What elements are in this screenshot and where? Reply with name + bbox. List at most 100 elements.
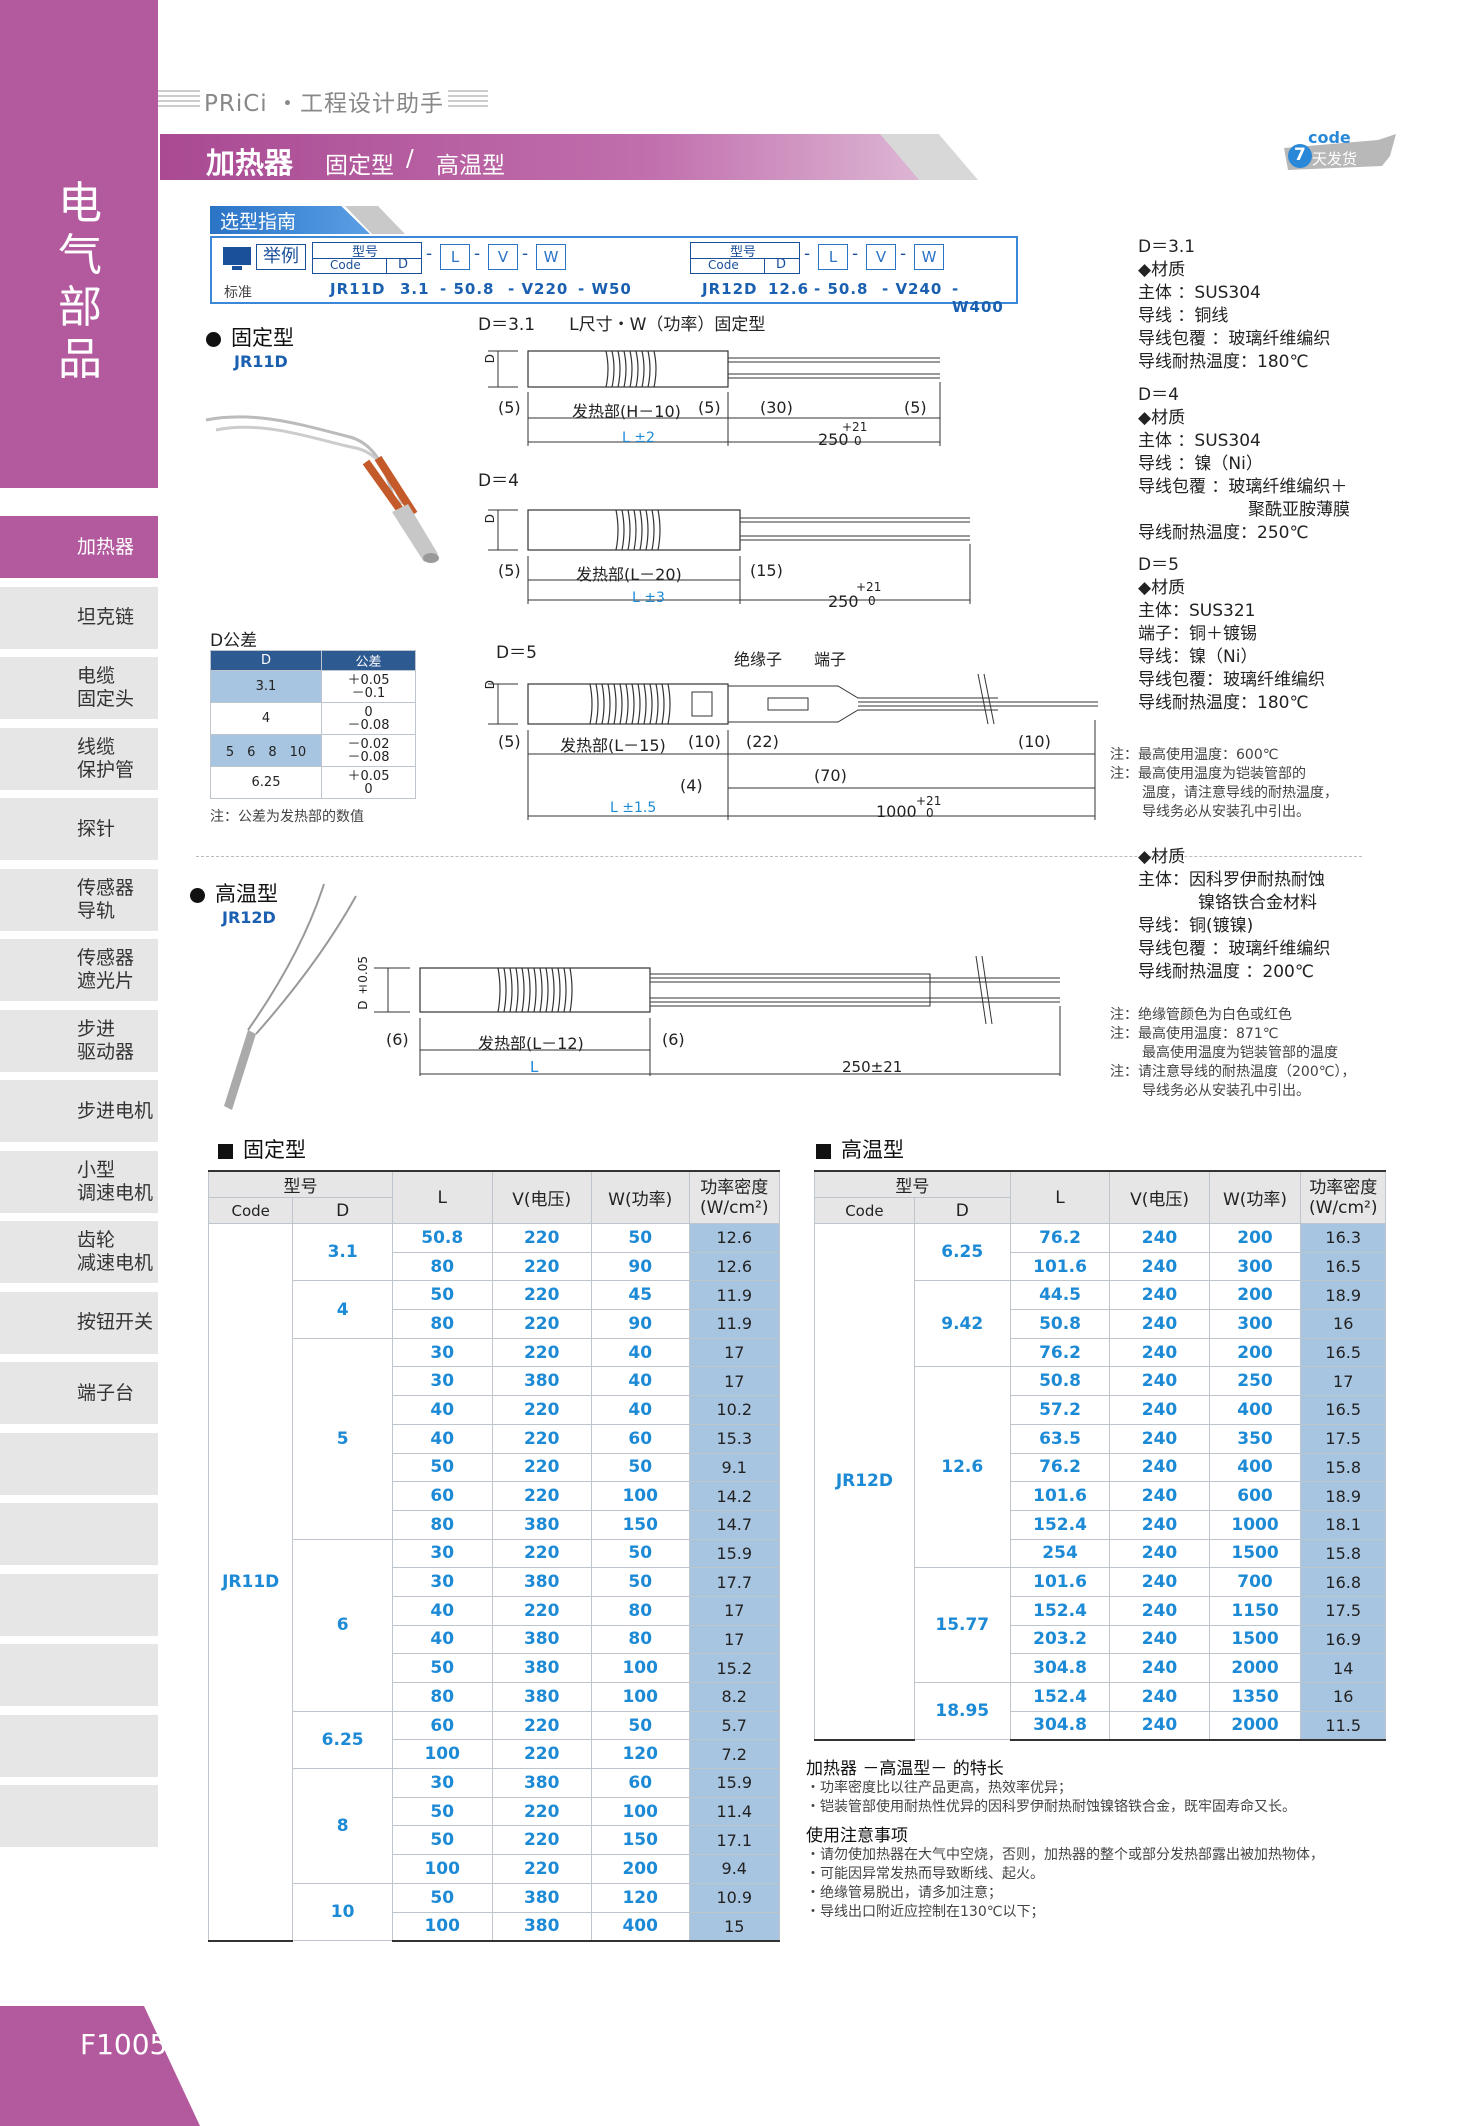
d4-drawing — [488, 509, 971, 604]
d31-lead-end-dim: (5) — [904, 398, 927, 417]
d5-heat-dim: 发热部(L－15) — [560, 736, 666, 755]
sidebar-item-label: 齿轮 减速电机 — [77, 1229, 154, 1274]
title-fixed: 固定型 — [325, 153, 394, 179]
example2-l: - 50.8 — [814, 280, 869, 298]
spec-notes: 注：最高使用温度：600℃ 注：最高使用温度为铠装管部的 温度，请注意导线的耐热… — [1110, 747, 1338, 820]
truck-icon — [1284, 134, 1396, 170]
d4-tol-plus: +21 — [856, 580, 882, 594]
sidebar-item-8[interactable]: 步进电机 — [0, 1076, 158, 1142]
sidebar-item-7[interactable]: 步进 驱动器 — [0, 1005, 158, 1072]
spec-d5: D＝5 ◆材质 主体：SUS321 端子：铜＋镀锡 导线：镍（Ni） 导线包覆：… — [1138, 555, 1325, 713]
page-number: F1005 — [80, 2028, 168, 2061]
d5-length: 1000 — [876, 802, 917, 821]
table-high-heading: 高温型 — [816, 1134, 904, 1164]
hightemp-heater-photo — [224, 883, 357, 1110]
sidebar-item-11[interactable]: 按钮开关 — [0, 1287, 158, 1354]
d5-d-label: D — [483, 680, 497, 690]
d31-lead-dim: (30) — [760, 398, 793, 417]
sidebar-item-5[interactable]: 传感器 导轨 — [0, 864, 158, 931]
sidebar-item-label: 步进电机 — [77, 1099, 154, 1122]
d4-label: D＝4 — [478, 471, 519, 491]
hightemp-heat-dim: 发热部(L－12) — [478, 1034, 584, 1053]
hightemp-length: 250±21 — [842, 1058, 903, 1076]
sidebar-item-3[interactable]: 线缆 保护管 — [0, 723, 158, 790]
example2-w: - W400 — [952, 280, 1004, 316]
type-box-2: 型号 Code D — [690, 242, 800, 274]
sidebar-item-4[interactable]: 探针 — [0, 794, 158, 860]
tolerance-note: 注：公差为发热部的数值 — [210, 809, 364, 825]
sidebar-item-15[interactable] — [0, 1569, 158, 1636]
d31-drawing — [488, 350, 941, 446]
d5-tol-zero: 0 — [926, 806, 934, 820]
category-block — [0, 0, 158, 488]
sidebar-item-18[interactable] — [0, 1781, 158, 1847]
sidebar-item-10[interactable]: 齿轮 减速电机 — [0, 1217, 158, 1283]
d5-left-dim: (5) — [498, 732, 521, 751]
d4-left-dim: (5) — [498, 561, 521, 580]
code-label: code — [1308, 128, 1351, 147]
spec-d31: D＝3.1 ◆材质 主体 ：SUS304 导线 ：铜线 导线包覆 ：玻璃纤维编织… — [1138, 237, 1331, 372]
d5-terminal-label: 端子 — [814, 650, 847, 669]
sidebar-item-2[interactable]: 电缆 固定头 — [0, 653, 158, 719]
delivery-text: 天发货 — [1312, 150, 1358, 168]
example1-v: - V220 — [508, 280, 569, 298]
fixed-heater-photo — [205, 415, 439, 563]
d4-length: 250 — [828, 592, 859, 611]
example2-v: - V240 — [882, 280, 943, 298]
d4-d-label: D — [483, 514, 497, 524]
guide-box: 举例 标准 型号 Code D - L - V - W JR11D 3.1 - … — [210, 236, 1018, 316]
d5-label: D＝5 — [496, 643, 537, 663]
d31-l-dim: L ±2 — [622, 430, 655, 446]
sidebar-item-0[interactable]: 加热器 — [0, 512, 158, 578]
category-title: 电气部品 — [58, 178, 102, 385]
example1-code: JR11D — [330, 280, 386, 298]
title-separator: / — [406, 146, 414, 172]
section-divider — [196, 856, 1362, 857]
hightemp-right-dim: (6) — [662, 1030, 685, 1049]
sidebar-item-6[interactable]: 传感器 遮光片 — [0, 935, 158, 1001]
sidebar-item-label: 端子台 — [77, 1381, 135, 1404]
title-high-temp: 高温型 — [436, 153, 505, 179]
d5-insulator-label: 绝缘子 — [734, 650, 783, 669]
hightemp-heading: 高温型 — [190, 878, 278, 908]
fixed-code: JR11D — [234, 352, 288, 371]
sidebar-item-12[interactable]: 端子台 — [0, 1358, 158, 1424]
guide-w-field: W — [536, 244, 566, 270]
sidebar-item-1[interactable]: 坦克链 — [0, 582, 158, 649]
fixed-heading: 固定型 — [206, 322, 294, 352]
sidebar-item-16[interactable] — [0, 1640, 158, 1706]
brand-name: PRiCi ・工程设计助手 — [200, 84, 449, 118]
sidebar-item-17[interactable] — [0, 1710, 158, 1777]
sidebar-item-label: 电缆 固定头 — [77, 665, 135, 710]
guide-title: 选型指南 — [220, 211, 297, 233]
hightemp-l-dim: L — [530, 1058, 539, 1076]
sidebar-item-13[interactable] — [0, 1428, 158, 1495]
sidebar-item-label: 加热器 — [77, 535, 135, 558]
sidebar-item-9[interactable]: 小型 调速电机 — [0, 1146, 158, 1213]
hightemp-drawing — [374, 955, 1061, 1076]
sidebar-item-label: 小型 调速电机 — [77, 1158, 154, 1204]
sidebar-item-14[interactable] — [0, 1499, 158, 1565]
d5-tol-plus: +21 — [916, 794, 942, 808]
sidebar-item-label: 坦克链 — [77, 606, 135, 628]
d4-heat-dim: 发热部(L－20) — [576, 565, 682, 584]
